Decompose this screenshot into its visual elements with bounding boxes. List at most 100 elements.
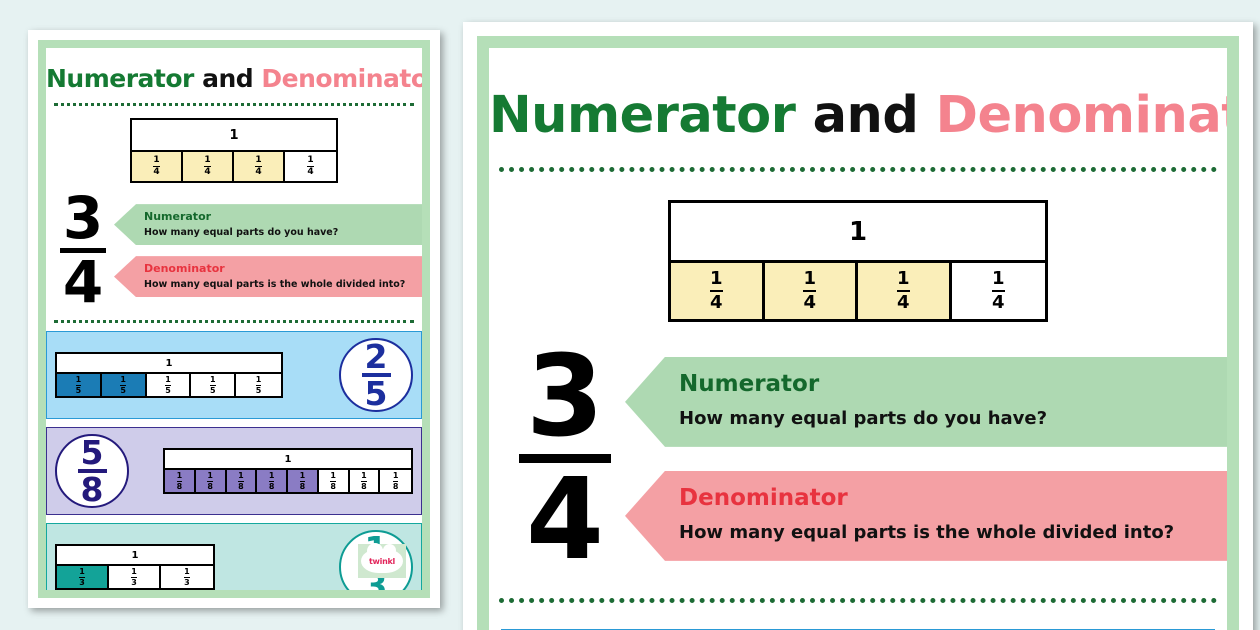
twinkl-logo[interactable]: twinkl	[358, 543, 406, 578]
hero-numerator: 3	[526, 332, 604, 462]
fraction-one-fifth: 1 5	[120, 375, 126, 395]
bar-cell-eighth: 1 8	[349, 470, 381, 493]
bar-cell-quarter: 1 4	[285, 152, 336, 181]
callout-numerator-question: How many equal parts do you have?	[144, 227, 339, 239]
fraction-line	[131, 576, 137, 578]
circle-fraction-value: 2 5	[361, 340, 391, 413]
hero-fraction-row: 3 4 Numerator How many equal parts do yo…	[489, 332, 1227, 586]
bar-cell-eighth: 1 8	[288, 470, 319, 493]
poster-thumbnail-small[interactable]: Numerator and Denominator 1 1 4	[28, 30, 440, 608]
callout-numerator-title: Numerator	[679, 370, 820, 397]
fraction-one-third: 1 3	[79, 566, 85, 587]
fraction-numerator: 1	[361, 470, 367, 480]
fraction-numerator: 1	[991, 267, 1005, 289]
bar-cell-quarter: 1 4	[858, 263, 952, 319]
bar-cell-quarter: 1 4	[183, 152, 234, 181]
bar-whole-label: 1	[671, 203, 1045, 263]
hero-fraction-row: 3 4 Numerator How many equal parts do yo…	[46, 184, 422, 311]
callout-numerator: Numerator How many equal parts do you ha…	[625, 356, 1227, 447]
bar-cell-eighth: 1 8	[318, 470, 350, 493]
fraction-line	[299, 480, 306, 482]
poster-preview-large[interactable]: Numerator and Denominator 1 1 4	[463, 22, 1253, 630]
circle-fraction-five-eighths: 5 8	[55, 433, 129, 509]
circle-fraction-value: 5 8	[77, 433, 107, 509]
fraction-numerator: 1	[204, 154, 211, 165]
fraction-numerator: 1	[79, 566, 85, 576]
circle-denominator: 8	[80, 469, 104, 509]
bar-cell-quarter: 1 4	[951, 263, 1045, 319]
callout-stack: Numerator How many equal parts do you ha…	[114, 204, 422, 298]
title-word-denominator: Denominator	[935, 86, 1227, 145]
bar-whole-label: 1	[165, 450, 411, 471]
bar-cell-eighth: 1 8	[226, 470, 258, 493]
fraction-line	[330, 480, 336, 482]
bar-cell-fifth: 1 5	[101, 374, 147, 397]
page-title: Numerator and Denominator	[46, 64, 422, 93]
fraction-denominator: 4	[307, 167, 314, 178]
fraction-line	[255, 384, 262, 386]
fraction-numerator: 1	[176, 470, 183, 480]
quarter-bar-model: 1 1 4 1 4	[130, 118, 338, 183]
fraction-denominator: 5	[210, 385, 216, 395]
fraction-denominator: 3	[131, 577, 137, 587]
fraction-numerator: 1	[709, 267, 723, 289]
hero-fraction-three-quarters: 3 4	[519, 332, 611, 586]
fraction-numerator: 1	[131, 566, 137, 576]
fraction-one-eighth: 1 8	[330, 471, 336, 491]
fraction-denominator: 8	[207, 481, 213, 491]
bar-cell-fifth: 1 5	[57, 374, 102, 397]
fraction-numerator: 1	[153, 154, 160, 165]
bar-model-thirds: 1 1 3 1	[55, 544, 215, 590]
fraction-line	[307, 165, 314, 168]
fraction-line	[361, 480, 367, 482]
hero-numerator: 3	[62, 184, 104, 252]
fraction-denominator: 8	[176, 481, 183, 491]
example-bar-wrap: 1 1 5 1	[55, 352, 339, 399]
fraction-one-eighth: 1 8	[176, 470, 183, 491]
fraction-numerator: 1	[896, 267, 910, 289]
bar-cell-eighth: 1 8	[195, 470, 227, 493]
fraction-denominator: 5	[165, 385, 171, 395]
cloud-icon: twinkl	[361, 543, 403, 573]
circle-fraction-line	[77, 469, 107, 473]
fraction-one-third: 1 3	[131, 566, 137, 587]
title-word-and: and	[202, 64, 254, 93]
bar-model-fifths: 1 1 5 1	[55, 352, 283, 399]
fraction-denominator: 8	[268, 481, 275, 491]
bar-cell-quarter: 1 4	[764, 263, 858, 319]
fraction-one-quarter: 1 4	[153, 154, 160, 178]
fraction-line	[991, 289, 1005, 293]
divider-top	[54, 103, 414, 106]
callout-denominator: Denominator How many equal parts is the …	[625, 470, 1227, 561]
hero-fraction-three-quarters: 3 4	[60, 184, 106, 311]
fraction-line	[165, 384, 171, 386]
fraction-numerator: 1	[207, 470, 213, 480]
bar-whole-label: 1	[57, 354, 281, 375]
fraction-denominator: 8	[238, 481, 244, 491]
hero-denominator: 4	[526, 455, 604, 586]
circle-denominator: 5	[364, 373, 388, 413]
circle-fraction-line	[361, 373, 391, 377]
fraction-one-quarter: 1 4	[803, 267, 817, 312]
circle-numerator: 5	[80, 433, 104, 473]
fraction-line	[79, 576, 85, 578]
bar-parts-row: 1 3 1 3	[57, 566, 213, 589]
fraction-denominator: 4	[896, 292, 910, 314]
fraction-denominator: 3	[184, 577, 190, 587]
fraction-denominator: 5	[120, 385, 126, 395]
fraction-line	[709, 289, 723, 293]
fraction-numerator: 1	[184, 566, 190, 576]
fraction-denominator: 5	[75, 385, 82, 395]
fraction-numerator: 1	[210, 374, 216, 384]
fraction-numerator: 1	[803, 267, 817, 289]
fraction-denominator: 5	[255, 385, 262, 395]
example-two-fifths: 1 1 5 1	[46, 331, 422, 420]
bar-whole-label: 1	[57, 546, 213, 567]
bar-cell-third: 1 3	[57, 566, 109, 589]
fraction-line	[204, 165, 211, 168]
bar-cell-quarter: 1 4	[234, 152, 285, 181]
fraction-one-quarter: 1 4	[307, 155, 314, 178]
twinkl-wordmark: twinkl	[369, 556, 395, 566]
fraction-denominator: 4	[153, 167, 160, 178]
bar-cell-third: 1 3	[108, 566, 161, 589]
